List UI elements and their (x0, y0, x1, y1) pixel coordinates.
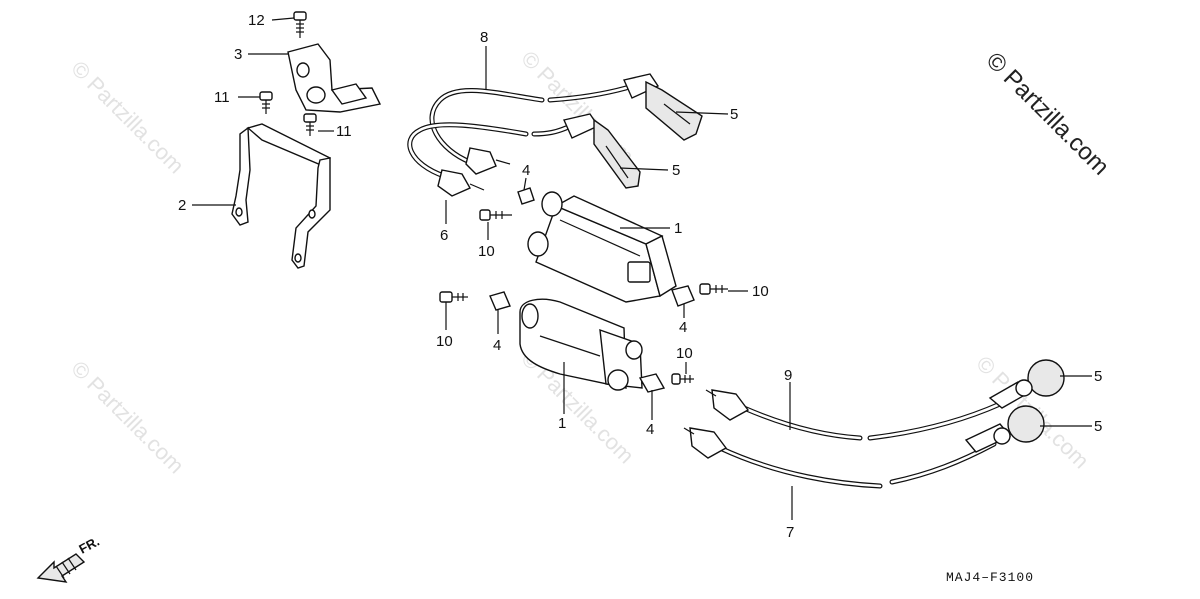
clip-4-b (671, 285, 695, 307)
callout-5-middle: 5 (672, 162, 680, 179)
bolt-11-left (259, 91, 273, 114)
callout-9: 9 (784, 367, 792, 384)
bolt-12 (293, 11, 307, 38)
callout-11-left: 11 (214, 89, 230, 106)
callout-5-upper: 5 (730, 106, 738, 123)
callout-10-b: 10 (752, 283, 769, 300)
wire-9 (705, 389, 1003, 441)
spark-plug-cap-5-wire7 (964, 405, 1045, 453)
bolt-10-b (699, 283, 728, 295)
bolt-11-right (303, 113, 317, 136)
callout-11-right: 11 (336, 123, 352, 140)
bracket-2 (231, 123, 331, 269)
wire-6 (407, 122, 569, 197)
leader-lines (192, 17, 1092, 520)
callout-4-c: 4 (493, 337, 501, 354)
callout-7: 7 (786, 524, 794, 541)
callout-1-upper: 1 (674, 220, 682, 237)
ignition-coil-1-upper (527, 191, 677, 303)
front-arrow: FR. (36, 534, 102, 583)
clip-4-d (638, 373, 666, 393)
callout-5-wire9: 5 (1094, 368, 1102, 385)
wire-7 (683, 427, 997, 489)
callout-4-b: 4 (679, 319, 687, 336)
callout-10-c: 10 (436, 333, 453, 350)
callout-8: 8 (480, 29, 488, 46)
front-arrow-label: FR. (76, 534, 102, 557)
clip-4-a (517, 187, 535, 205)
bolt-10-c (439, 291, 468, 303)
callout-4-a: 4 (522, 162, 530, 179)
callout-5-wire7: 5 (1094, 418, 1102, 435)
bolt-10-a (479, 209, 512, 221)
ignition-coil-1-lower (519, 298, 643, 391)
corner-watermark: © Partzilla.com (981, 47, 1114, 180)
callout-3: 3 (234, 46, 242, 63)
callout-10-a: 10 (478, 243, 495, 260)
bolt-10-d (671, 373, 694, 385)
diagram-code: MAJ4–F3100 (946, 570, 1034, 585)
watermark-tile: © Partzilla.com (66, 356, 189, 479)
callout-12: 12 (248, 12, 265, 29)
spark-plug-cap-5-middle (563, 113, 641, 189)
watermark-tile: © Partzilla.com (66, 56, 189, 179)
callout-4-d: 4 (646, 421, 654, 438)
spark-plug-cap-5-wire9 (988, 359, 1065, 409)
bracket-3 (287, 43, 382, 113)
callouts: 12 3 11 11 2 8 5 5 4 6 10 1 10 4 10 4 10… (178, 12, 1102, 541)
clip-4-c (489, 291, 511, 311)
callout-1-lower: 1 (558, 415, 566, 432)
spark-plug-cap-5-upper (623, 73, 703, 141)
callout-10-d: 10 (676, 345, 693, 362)
callout-2: 2 (178, 197, 186, 214)
wire-8 (429, 85, 629, 175)
callout-6: 6 (440, 227, 448, 244)
